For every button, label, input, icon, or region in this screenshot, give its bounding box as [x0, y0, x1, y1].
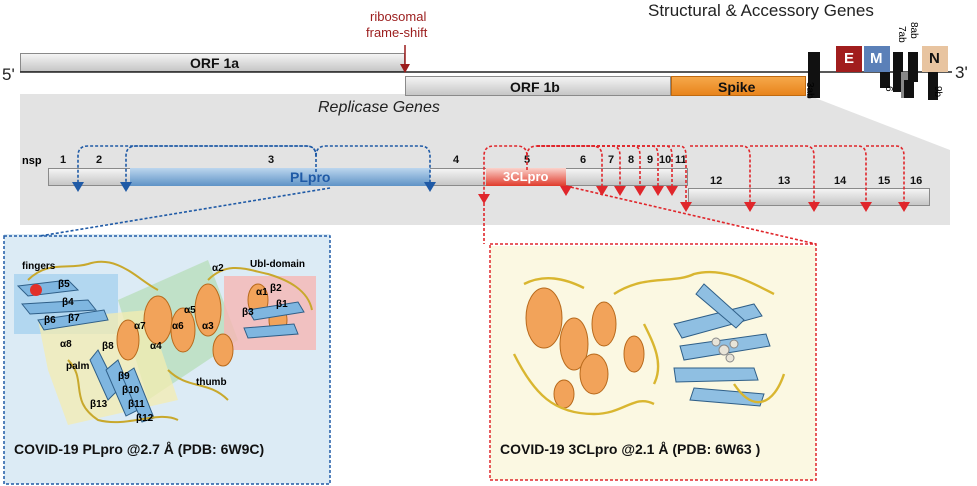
nsp-number: 12 — [710, 175, 723, 187]
plpro-arrowheads — [72, 182, 436, 192]
alpha3-label: α3 — [202, 321, 214, 332]
plpro-caption: COVID-19 PLpro @2.7 Å (PDB: 6W9C) — [14, 441, 265, 457]
thumb-label: thumb — [196, 377, 227, 388]
plpro-arcs — [39, 145, 431, 237]
beta12-label: β12 — [136, 413, 154, 424]
beta3-label: β3 — [242, 307, 254, 318]
nsp-number: 6 — [580, 154, 587, 166]
ubl-label: Ubl-domain — [250, 259, 305, 270]
nsp-number: 2 — [96, 154, 103, 166]
plpro-label: PLpro — [290, 169, 331, 185]
beta1-label: β1 — [276, 299, 288, 310]
clpro-label: 3CLpro — [503, 169, 549, 184]
spike-label: Spike — [718, 79, 756, 95]
e-gene — [836, 46, 862, 72]
orf1b-label: ORF 1b — [510, 79, 560, 95]
clpro-arrowheads — [478, 186, 910, 212]
nsp-number: 9 — [647, 154, 654, 166]
frameshift-label-1: ribosomal — [370, 9, 427, 24]
beta8-label: β8 — [102, 341, 114, 352]
plpro-domain — [130, 168, 430, 186]
nsp-label: nsp — [22, 155, 42, 167]
alpha4-label: α4 — [150, 341, 162, 352]
nsp-number: 7 — [608, 154, 615, 166]
frameshift-label-2: frame-shift — [366, 25, 428, 40]
e-label: E — [844, 50, 855, 67]
alpha5-label: α5 — [184, 305, 196, 316]
beta10-label: β10 — [122, 385, 140, 396]
nsp-number: 3 — [268, 154, 275, 166]
alpha6-label: α6 — [172, 321, 184, 332]
alpha7-label: α7 — [134, 321, 146, 332]
clpro-domain — [486, 168, 566, 186]
structural-genes-title: Structural & Accessory Genes — [648, 1, 874, 20]
clpro-structure-image — [512, 270, 786, 416]
nsp-number: 4 — [453, 154, 460, 166]
nsp-number: 15 — [878, 175, 891, 187]
beta4-label: β4 — [62, 297, 74, 308]
clpro-caption: COVID-19 3CLpro @2.1 Å (PDB: 6W63 ) — [500, 441, 761, 457]
alpha2-label: α2 — [212, 263, 224, 274]
n-gene — [922, 46, 948, 72]
alpha8-label: α8 — [60, 339, 72, 350]
three-prime-label: 3' — [955, 63, 968, 82]
nsp-number: 16 — [910, 175, 923, 187]
nsp-number: 13 — [778, 175, 791, 187]
beta11-label: β11 — [128, 399, 145, 410]
plpro-structure-image — [14, 260, 316, 425]
m-gene — [864, 46, 890, 72]
replicase-label: Replicase Genes — [318, 99, 440, 116]
fingers-label: fingers — [22, 261, 56, 272]
palm-label: palm — [66, 361, 90, 372]
beta6-label: β6 — [44, 315, 56, 326]
clpro-panel-bg — [490, 246, 816, 480]
m-label: M — [870, 50, 883, 67]
nsp-bar-lower — [688, 188, 930, 206]
nsp-number: 10 — [659, 154, 672, 166]
clpro-arcs — [483, 145, 905, 245]
alpha1-label: α1 — [256, 287, 268, 298]
five-prime-label: 5' — [2, 65, 15, 84]
nsp-number: 11 — [675, 154, 687, 166]
nsp-number: 1 — [60, 154, 67, 166]
orf1b-bar — [405, 76, 671, 96]
nsp-number: 14 — [834, 175, 847, 187]
beta13-label: β13 — [90, 399, 108, 410]
nsp-number: 8 — [628, 154, 635, 166]
beta9-label: β9 — [118, 371, 130, 382]
orf1a-label: ORF 1a — [190, 55, 240, 71]
spike-bar — [671, 76, 806, 96]
beta7-label: β7 — [68, 313, 80, 324]
beta2-label: β2 — [270, 283, 282, 294]
beta5-label: β5 — [58, 279, 70, 290]
n-label: N — [929, 50, 940, 67]
